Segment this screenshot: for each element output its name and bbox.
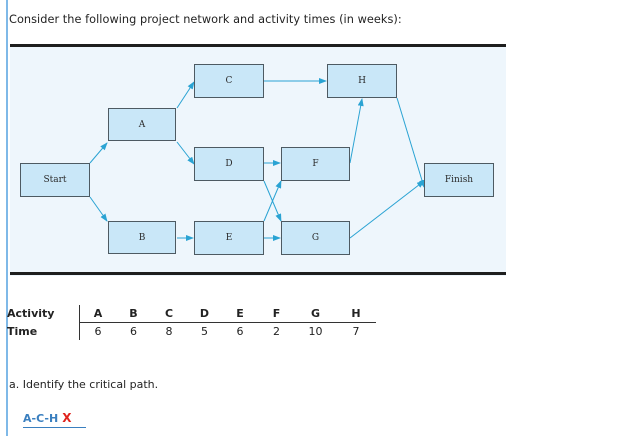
time-cell: 2 [273, 325, 280, 338]
activity-cell: G [295, 305, 336, 323]
node-b: B [108, 221, 176, 254]
activity-cell: E [222, 305, 258, 323]
time-row-label: Time [7, 322, 80, 340]
node-finish: Finish [424, 163, 494, 197]
time-row: Time 6 6 8 5 6 2 10 7 [7, 322, 376, 340]
time-cell: 6 [94, 325, 102, 338]
activity-cell: B [116, 305, 151, 323]
node-g: G [281, 221, 350, 255]
activity-cell: F [258, 305, 295, 323]
node-f: F [281, 147, 350, 181]
activity-cell: A [79, 305, 116, 323]
time-cell: 10 [308, 325, 323, 338]
activity-row-label: Activity [7, 305, 80, 323]
activity-row: Activity A B C D E F G H [7, 305, 376, 323]
node-start: Start [20, 163, 90, 197]
incorrect-x-icon: X [62, 411, 72, 425]
answer-value: A-C-H [23, 412, 59, 425]
time-cell: 8 [165, 325, 173, 338]
node-d: D [194, 147, 264, 181]
activity-time-table: Activity A B C D E F G H Time 6 6 8 5 6 … [7, 305, 376, 340]
time-cell: 5 [201, 325, 208, 338]
time-cell: 6 [130, 325, 137, 338]
time-cell: 6 [236, 325, 244, 338]
node-a: A [108, 108, 176, 141]
intro-text: Consider the following project network a… [9, 13, 402, 26]
activity-cell: H [336, 305, 376, 323]
node-c: C [194, 64, 264, 98]
time-cell: 7 [352, 325, 360, 338]
left-border-rule [6, 0, 8, 436]
activity-cell: C [151, 305, 187, 323]
question-text: a. Identify the critical path. [9, 378, 159, 391]
node-e: E [194, 221, 264, 255]
node-h: H [327, 64, 397, 98]
activity-cell: D [187, 305, 222, 323]
diagram-top-rule [10, 44, 506, 47]
diagram-bottom-rule [10, 272, 506, 275]
